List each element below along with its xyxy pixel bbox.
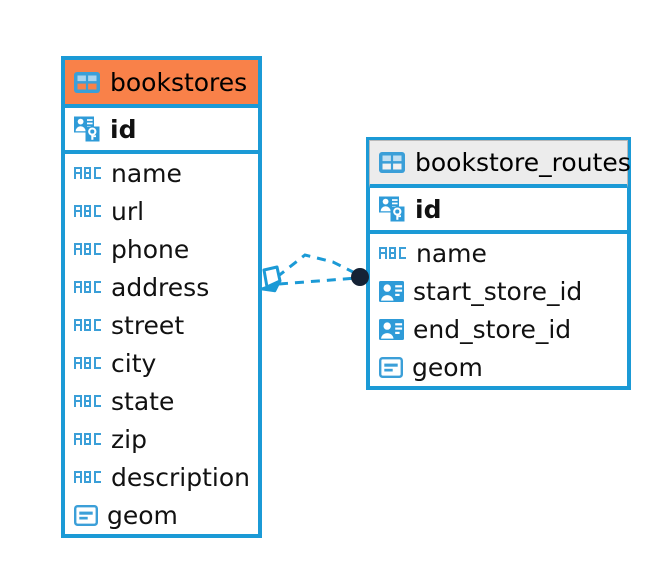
field-label: id	[415, 194, 442, 224]
geometry-icon	[74, 504, 98, 526]
field-label: zip	[111, 424, 147, 454]
field-row-address[interactable]: address	[65, 268, 258, 306]
field-row-primary-key[interactable]: id	[370, 188, 627, 234]
field-row-city[interactable]: city	[65, 344, 258, 382]
field-label: description	[111, 462, 251, 492]
relationship-line-upper	[276, 253, 358, 279]
abc-text-icon	[379, 246, 407, 260]
primary-key-icon	[379, 196, 406, 223]
field-row-phone[interactable]: phone	[65, 230, 258, 268]
diamond-marker[interactable]	[259, 265, 282, 293]
relationship-line-lower	[278, 276, 358, 286]
field-label: phone	[111, 234, 190, 264]
field-label: url	[111, 196, 145, 226]
field-label: end_store_id	[413, 314, 572, 344]
field-label: name	[111, 158, 182, 188]
abc-text-icon	[74, 318, 102, 332]
field-row-description[interactable]: description	[65, 458, 258, 496]
field-label: id	[110, 114, 137, 144]
field-row-end-store-id[interactable]: end_store_id	[370, 310, 627, 348]
entity-header-bookstore-routes[interactable]: bookstore_routes	[369, 140, 631, 188]
primary-key-icon	[74, 116, 101, 143]
entity-header-bookstores[interactable]: bookstores	[65, 60, 258, 108]
field-row-url[interactable]: url	[65, 192, 258, 230]
field-row-geom[interactable]: geom	[65, 496, 258, 534]
field-row-name[interactable]: name	[370, 234, 627, 272]
entity-title: bookstores	[110, 67, 248, 97]
field-label: geom	[107, 500, 178, 530]
foreign-key-icon	[379, 318, 404, 340]
field-label: address	[111, 272, 210, 302]
table-icon	[74, 71, 100, 93]
field-row-primary-key[interactable]: id	[65, 108, 258, 154]
abc-text-icon	[74, 280, 102, 294]
field-row-state[interactable]: state	[65, 382, 258, 420]
abc-text-icon	[74, 242, 102, 256]
abc-text-icon	[74, 470, 102, 484]
field-label: street	[111, 310, 185, 340]
table-icon	[379, 152, 405, 173]
field-row-start-store-id[interactable]: start_store_id	[370, 272, 627, 310]
field-label: start_store_id	[413, 276, 583, 306]
field-row-geom[interactable]: geom	[370, 348, 627, 386]
entity-bookstore-routes[interactable]: bookstore_routes id	[366, 137, 631, 390]
field-label: geom	[412, 352, 483, 382]
abc-text-icon	[74, 432, 102, 446]
field-label: city	[111, 348, 157, 378]
abc-text-icon	[74, 166, 102, 180]
field-row-name[interactable]: name	[65, 154, 258, 192]
abc-text-icon	[74, 204, 102, 218]
foreign-key-icon	[379, 280, 404, 302]
field-label: state	[111, 386, 175, 416]
field-label: name	[416, 238, 487, 268]
abc-text-icon	[74, 356, 102, 370]
entity-bookstores[interactable]: bookstores id	[61, 56, 262, 538]
field-row-zip[interactable]: zip	[65, 420, 258, 458]
abc-text-icon	[74, 394, 102, 408]
field-row-street[interactable]: street	[65, 306, 258, 344]
geometry-icon	[379, 356, 403, 378]
entity-title: bookstore_routes	[415, 148, 631, 177]
